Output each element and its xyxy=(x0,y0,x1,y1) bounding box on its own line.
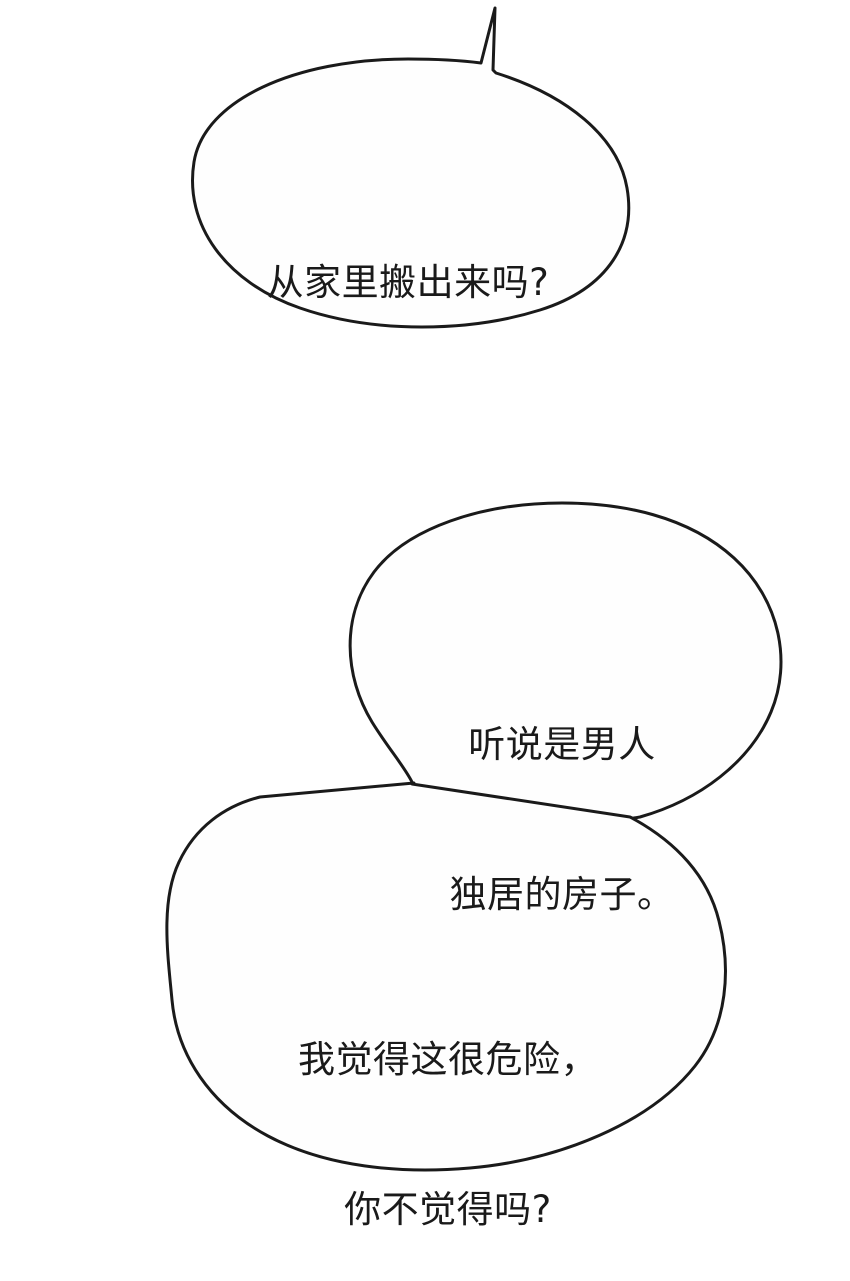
speech-bubble-3-line-2: 你不觉得吗? xyxy=(344,1188,552,1231)
speech-bubble-3 xyxy=(165,781,727,1172)
speech-bubble-1-line-1: 从家里搬出来吗? xyxy=(266,261,550,304)
speech-bubble-1-shape xyxy=(191,6,631,329)
speech-bubble-1 xyxy=(191,6,631,329)
speech-bubble-1-text: 从家里搬出来吗? xyxy=(190,163,626,403)
speech-bubble-3-text: 我觉得这很危险， 你不觉得吗? xyxy=(170,935,726,1281)
speech-bubble-3-line-1: 我觉得这很危险， xyxy=(298,1038,598,1081)
speech-bubble-2-text: 听说是男人 独居的房子。 xyxy=(345,620,779,1020)
speech-bubble-3-shape xyxy=(165,781,727,1172)
speech-bubble-2-line-1: 听说是男人 xyxy=(468,723,656,766)
speech-bubble-2-line-2: 独居的房子。 xyxy=(449,873,675,916)
